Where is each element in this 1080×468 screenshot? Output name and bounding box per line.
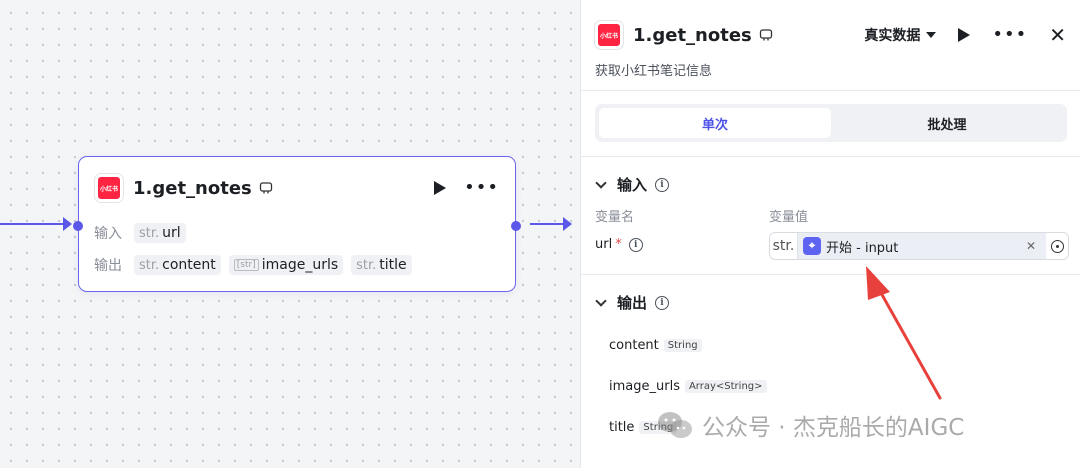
- output-item-title: title String: [609, 420, 678, 435]
- tab-single[interactable]: 单次: [599, 108, 831, 138]
- output-section-header[interactable]: 输出 i: [595, 292, 670, 313]
- caret-down-icon: [926, 32, 937, 38]
- chip-type: str.: [139, 257, 160, 273]
- divider: [581, 274, 1080, 275]
- input-section-header[interactable]: 输入 i: [595, 174, 670, 195]
- info-icon[interactable]: i: [628, 237, 643, 252]
- section-title: 输出: [617, 294, 648, 312]
- tab-batch[interactable]: 批处理: [927, 117, 967, 133]
- chip-type: str.: [139, 225, 160, 241]
- output-row-label: 输出: [94, 258, 122, 274]
- chip-type: [str]: [233, 259, 259, 271]
- column-header-name: 变量名: [595, 210, 635, 225]
- panel-header: 小红书 1.get_notes 真实数据 ••• ✕: [595, 20, 1066, 50]
- param-url-label: url * i: [595, 237, 643, 252]
- url-value-field[interactable]: str. ⌖ 开始 - input ✕: [769, 232, 1069, 260]
- output-type-tag: Array<String>: [684, 380, 767, 393]
- close-icon[interactable]: ✕: [1049, 23, 1066, 47]
- wechat-icon: [658, 412, 692, 438]
- param-name: url: [595, 237, 613, 252]
- section-title: 输入: [617, 176, 648, 194]
- node-header: 小红书 1.get_notes •••: [95, 173, 499, 203]
- more-options-icon[interactable]: •••: [992, 24, 1028, 45]
- output-name: image_urls: [609, 379, 680, 394]
- chip-name: image_urls: [261, 257, 339, 273]
- output-chip-title: str. title: [351, 255, 412, 275]
- value-type-select[interactable]: str.: [770, 233, 798, 259]
- panel-title: 1.get_notes: [633, 24, 752, 46]
- input-row-label: 输入: [94, 226, 122, 242]
- column-header-value: 变量值: [769, 210, 809, 225]
- output-type-tag: String: [663, 339, 702, 352]
- reference-text: 开始 - input: [826, 240, 899, 256]
- output-type-tag: String: [639, 421, 678, 434]
- variable-picker-icon[interactable]: [1046, 233, 1068, 259]
- xiaohongshu-logo-icon: 小红书: [595, 21, 623, 49]
- start-node-icon: ⌖: [803, 237, 821, 255]
- clear-icon[interactable]: ✕: [1025, 239, 1036, 253]
- node-config-panel: 小红书 1.get_notes 真实数据 ••• ✕ 获取小红书笔记信息 单次 …: [580, 0, 1080, 468]
- chip-name: content: [162, 257, 216, 273]
- run-node-icon[interactable]: [434, 181, 447, 195]
- xiaohongshu-logo-icon: 小红书: [95, 174, 123, 202]
- logo-text: 小红书: [99, 185, 118, 193]
- mode-tabs: 单次 批处理: [595, 104, 1067, 142]
- run-test-icon[interactable]: [958, 28, 971, 42]
- required-mark: *: [615, 237, 622, 252]
- plugin-badge-icon: [259, 182, 272, 194]
- chevron-down-icon: [595, 176, 607, 189]
- more-options-icon[interactable]: •••: [464, 177, 499, 198]
- info-icon[interactable]: i: [655, 177, 670, 192]
- chip-type: str.: [356, 257, 377, 273]
- chip-name: url: [162, 225, 181, 241]
- info-icon[interactable]: i: [655, 295, 670, 310]
- output-item-image-urls: image_urls Array<String>: [609, 379, 767, 394]
- chevron-down-icon: [595, 294, 607, 307]
- output-chip-image-urls: [str] image_urls: [228, 255, 344, 275]
- variable-reference[interactable]: ⌖ 开始 - input ✕: [798, 233, 1046, 259]
- input-port[interactable]: [73, 221, 83, 231]
- plugin-badge-icon: [759, 29, 772, 41]
- output-name: content: [609, 338, 659, 353]
- data-mode-select[interactable]: 真实数据: [864, 25, 937, 45]
- incoming-edge: [0, 217, 72, 231]
- output-port[interactable]: [511, 221, 521, 231]
- workflow-node-get-notes[interactable]: 小红书 1.get_notes ••• 输入 str. url 输出 str. …: [73, 156, 521, 292]
- watermark: 公众号 · 杰克船长的AIGC: [656, 408, 964, 442]
- data-mode-label: 真实数据: [864, 28, 921, 44]
- chip-name: title: [379, 257, 407, 273]
- divider: [581, 156, 1080, 157]
- output-chip-content: str. content: [134, 255, 221, 275]
- divider: [581, 90, 1080, 91]
- node-title: 1.get_notes: [133, 177, 252, 199]
- input-chip-url: str. url: [134, 223, 186, 243]
- node-input-row: 输入 str. url: [94, 223, 186, 243]
- outgoing-edge: [530, 217, 572, 231]
- output-item-content: content String: [609, 338, 702, 353]
- watermark-text: 公众号 · 杰克船长的AIGC: [702, 415, 965, 441]
- output-name: title: [609, 420, 635, 435]
- node-output-row: 输出 str. content [str] image_urls str. ti…: [94, 255, 412, 275]
- panel-description: 获取小红书笔记信息: [595, 64, 713, 79]
- logo-text: 小红书: [599, 32, 618, 40]
